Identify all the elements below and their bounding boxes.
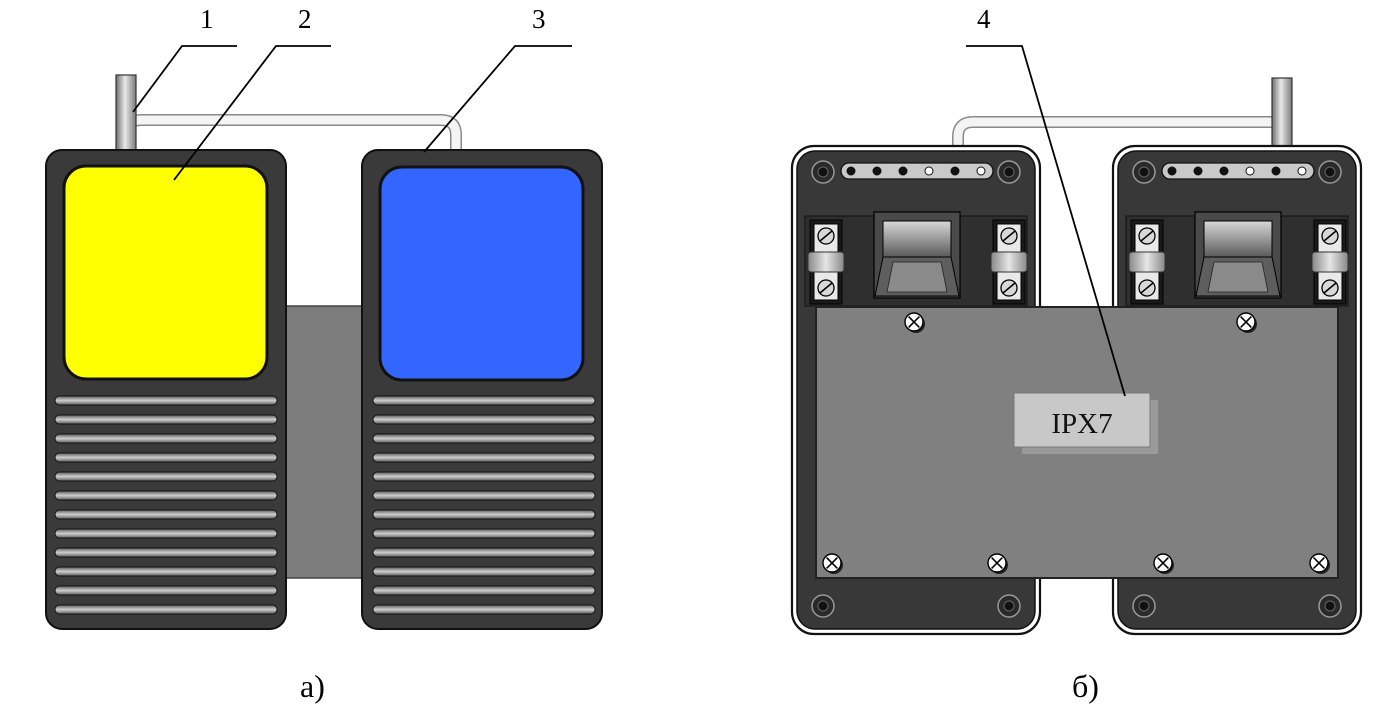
pin-strip <box>840 162 994 180</box>
mounting-hole <box>811 160 835 184</box>
compartment-left <box>804 160 1028 618</box>
ipx7-label: IPX7 <box>1051 408 1112 440</box>
pin-strip <box>1161 162 1315 180</box>
pedal-right-ribs <box>372 395 596 615</box>
rib <box>54 471 278 482</box>
rib <box>372 490 596 501</box>
screw-icon <box>822 553 843 574</box>
mounting-hole <box>1132 160 1156 184</box>
mounting-hole <box>997 160 1021 184</box>
rib <box>54 585 278 596</box>
compartment-right <box>1125 160 1349 618</box>
rib <box>54 604 278 615</box>
screw-icon <box>987 553 1008 574</box>
view-b: IPX7 4 б) <box>790 4 1363 704</box>
callout-2: 2 <box>298 4 312 34</box>
pedal-left-cap <box>62 164 269 381</box>
terminal-icon <box>807 219 845 305</box>
rib <box>54 547 278 558</box>
callout-4: 4 <box>977 4 991 34</box>
terminal-icon <box>1128 219 1166 305</box>
mounting-hole <box>811 594 835 618</box>
cover-screws <box>822 312 1330 574</box>
rib <box>54 490 278 501</box>
screw-icon <box>1309 553 1330 574</box>
ipx7-plate <box>1013 392 1151 448</box>
mounting-hole <box>1132 594 1156 618</box>
rib <box>372 604 596 615</box>
rib <box>54 528 278 539</box>
rib <box>372 585 596 596</box>
mounting-hole <box>1318 594 1342 618</box>
rib <box>372 566 596 577</box>
pedal-left-ribs <box>54 395 278 615</box>
rib <box>372 547 596 558</box>
terminal-icon <box>1311 219 1349 305</box>
rib <box>372 471 596 482</box>
rib <box>54 395 278 406</box>
mounting-hole <box>997 594 1021 618</box>
leader-lines-a <box>132 45 572 181</box>
switch-connector <box>873 211 961 299</box>
terminal-icon <box>990 219 1028 305</box>
view-a: 1 2 3 а) <box>45 4 603 704</box>
rib <box>54 452 278 463</box>
rib <box>54 414 278 425</box>
rib <box>372 414 596 425</box>
rib <box>372 452 596 463</box>
screw-icon <box>1236 312 1257 333</box>
pedal-right-cap <box>378 165 585 382</box>
switch-connector <box>1194 211 1282 299</box>
rib <box>54 509 278 520</box>
callout-3: 3 <box>532 4 546 34</box>
screw-icon <box>904 312 925 333</box>
rib <box>372 395 596 406</box>
rib <box>372 509 596 520</box>
caption-left: а) <box>300 668 325 704</box>
callout-1: 1 <box>200 4 214 34</box>
caption-right: б) <box>1072 668 1099 704</box>
leader-line-4 <box>966 45 1126 397</box>
rib <box>372 528 596 539</box>
rib <box>54 566 278 577</box>
screw-icon <box>1153 553 1174 574</box>
mounting-hole <box>1318 160 1342 184</box>
rib <box>54 433 278 444</box>
rib <box>372 433 596 444</box>
